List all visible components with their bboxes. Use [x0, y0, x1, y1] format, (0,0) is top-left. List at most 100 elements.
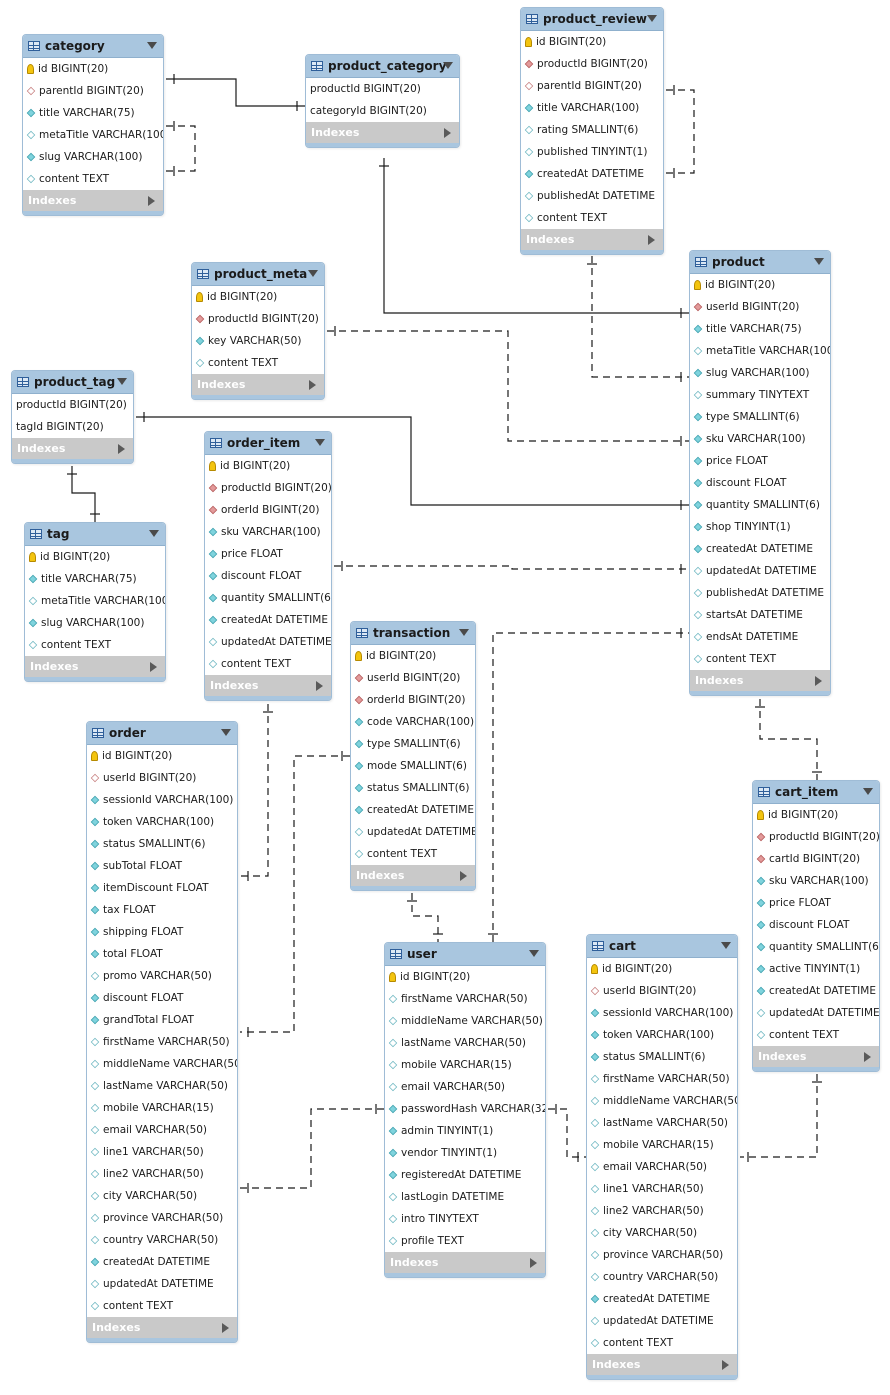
indexes-section[interactable]: Indexes [23, 190, 163, 215]
column-row[interactable]: updatedAt DATETIME [351, 821, 475, 843]
column-row[interactable]: productId BIGINT(20) [753, 826, 879, 848]
column-row[interactable]: publishedAt DATETIME [690, 582, 830, 604]
column-row[interactable]: sku VARCHAR(100) [690, 428, 830, 450]
indexes-section[interactable]: Indexes [25, 656, 165, 681]
column-row[interactable]: token VARCHAR(100) [87, 811, 237, 833]
collapse-arrow-icon[interactable] [443, 62, 453, 69]
column-row[interactable]: productId BIGINT(20) [521, 53, 663, 75]
column-row[interactable]: email VARCHAR(50) [385, 1076, 545, 1098]
indexes-section[interactable]: Indexes [351, 865, 475, 890]
column-row[interactable]: userId BIGINT(20) [351, 667, 475, 689]
collapse-arrow-icon[interactable] [459, 629, 469, 636]
column-row[interactable]: itemDiscount FLOAT [87, 877, 237, 899]
indexes-section[interactable]: Indexes [12, 438, 133, 463]
column-row[interactable]: createdAt DATETIME [690, 538, 830, 560]
column-row[interactable]: lastName VARCHAR(50) [87, 1075, 237, 1097]
relationship-line-user-product[interactable] [492, 632, 689, 942]
column-row[interactable]: lastLogin DATETIME [385, 1186, 545, 1208]
collapse-arrow-icon[interactable] [147, 42, 157, 49]
relationship-line-cart_item-product[interactable] [759, 699, 818, 780]
collapse-arrow-icon[interactable] [814, 258, 824, 265]
column-row[interactable]: content TEXT [587, 1332, 737, 1354]
column-row[interactable]: tax FLOAT [87, 899, 237, 921]
column-row[interactable]: firstName VARCHAR(50) [385, 988, 545, 1010]
indexes-section[interactable]: Indexes [192, 374, 324, 399]
table-header[interactable]: product_category [306, 55, 459, 78]
table-header[interactable]: transaction [351, 622, 475, 645]
relationship-line-cart_item-cart[interactable] [740, 1074, 818, 1158]
column-row[interactable]: token VARCHAR(100) [587, 1024, 737, 1046]
column-row[interactable]: id BIGINT(20) [205, 455, 331, 477]
column-row[interactable]: id BIGINT(20) [753, 804, 879, 826]
column-row[interactable]: middleName VARCHAR(50) [587, 1090, 737, 1112]
expand-arrow-icon[interactable] [815, 676, 822, 686]
column-row[interactable]: publishedAt DATETIME [521, 185, 663, 207]
column-row[interactable]: quantity SMALLINT(6) [690, 494, 830, 516]
column-row[interactable]: status SMALLINT(6) [351, 777, 475, 799]
collapse-arrow-icon[interactable] [221, 729, 231, 736]
column-row[interactable]: price FLOAT [690, 450, 830, 472]
column-row[interactable]: createdAt DATETIME [205, 609, 331, 631]
column-row[interactable]: middleName VARCHAR(50) [385, 1010, 545, 1032]
indexes-section[interactable]: Indexes [306, 122, 459, 147]
table-header[interactable]: cart_item [753, 781, 879, 804]
table-header[interactable]: order [87, 722, 237, 745]
column-row[interactable]: firstName VARCHAR(50) [87, 1031, 237, 1053]
expand-arrow-icon[interactable] [148, 196, 155, 206]
expand-arrow-icon[interactable] [222, 1323, 229, 1333]
collapse-arrow-icon[interactable] [863, 788, 873, 795]
table-header[interactable]: product_review [521, 8, 663, 31]
collapse-arrow-icon[interactable] [117, 378, 127, 385]
column-row[interactable]: createdAt DATETIME [753, 980, 879, 1002]
column-row[interactable]: registeredAt DATETIME [385, 1164, 545, 1186]
collapse-arrow-icon[interactable] [647, 15, 657, 22]
expand-arrow-icon[interactable] [722, 1360, 729, 1370]
column-row[interactable]: intro TINYTEXT [385, 1208, 545, 1230]
column-row[interactable]: updatedAt DATETIME [205, 631, 331, 653]
column-row[interactable]: status SMALLINT(6) [87, 833, 237, 855]
column-row[interactable]: id BIGINT(20) [521, 31, 663, 53]
relationship-line-user-cart[interactable] [548, 1108, 586, 1158]
column-row[interactable]: slug VARCHAR(100) [23, 146, 163, 168]
table-header[interactable]: product_meta [192, 263, 324, 286]
expand-arrow-icon[interactable] [864, 1052, 871, 1062]
column-row[interactable]: updatedAt DATETIME [690, 560, 830, 582]
column-row[interactable]: endsAt DATETIME [690, 626, 830, 648]
indexes-section[interactable]: Indexes [690, 670, 830, 695]
expand-arrow-icon[interactable] [316, 681, 323, 691]
expand-arrow-icon[interactable] [118, 444, 125, 454]
column-row[interactable]: metaTitle VARCHAR(100) [23, 124, 163, 146]
column-row[interactable]: mobile VARCHAR(15) [587, 1134, 737, 1156]
column-row[interactable]: id BIGINT(20) [87, 745, 237, 767]
column-row[interactable]: content TEXT [521, 207, 663, 229]
column-row[interactable]: profile TEXT [385, 1230, 545, 1252]
column-row[interactable]: line1 VARCHAR(50) [87, 1141, 237, 1163]
expand-arrow-icon[interactable] [530, 1258, 537, 1268]
column-row[interactable]: shop TINYINT(1) [690, 516, 830, 538]
column-row[interactable]: metaTitle VARCHAR(100) [690, 340, 830, 362]
column-row[interactable]: promo VARCHAR(50) [87, 965, 237, 987]
collapse-arrow-icon[interactable] [149, 530, 159, 537]
relationship-line-order_item-order[interactable] [240, 704, 269, 877]
column-row[interactable]: city VARCHAR(50) [87, 1185, 237, 1207]
column-row[interactable]: id BIGINT(20) [23, 58, 163, 80]
column-row[interactable]: id BIGINT(20) [351, 645, 475, 667]
column-row[interactable]: productId BIGINT(20) [205, 477, 331, 499]
column-row[interactable]: grandTotal FLOAT [87, 1009, 237, 1031]
column-row[interactable]: lastName VARCHAR(50) [385, 1032, 545, 1054]
column-row[interactable]: cartId BIGINT(20) [753, 848, 879, 870]
column-row[interactable]: admin TINYINT(1) [385, 1120, 545, 1142]
column-row[interactable]: province VARCHAR(50) [87, 1207, 237, 1229]
column-row[interactable]: active TINYINT(1) [753, 958, 879, 980]
column-row[interactable]: type SMALLINT(6) [690, 406, 830, 428]
relationship-line-product_review-product[interactable] [591, 256, 689, 378]
column-row[interactable]: line1 VARCHAR(50) [587, 1178, 737, 1200]
indexes-section[interactable]: Indexes [87, 1317, 237, 1342]
column-row[interactable]: title VARCHAR(75) [690, 318, 830, 340]
column-row[interactable]: discount FLOAT [753, 914, 879, 936]
